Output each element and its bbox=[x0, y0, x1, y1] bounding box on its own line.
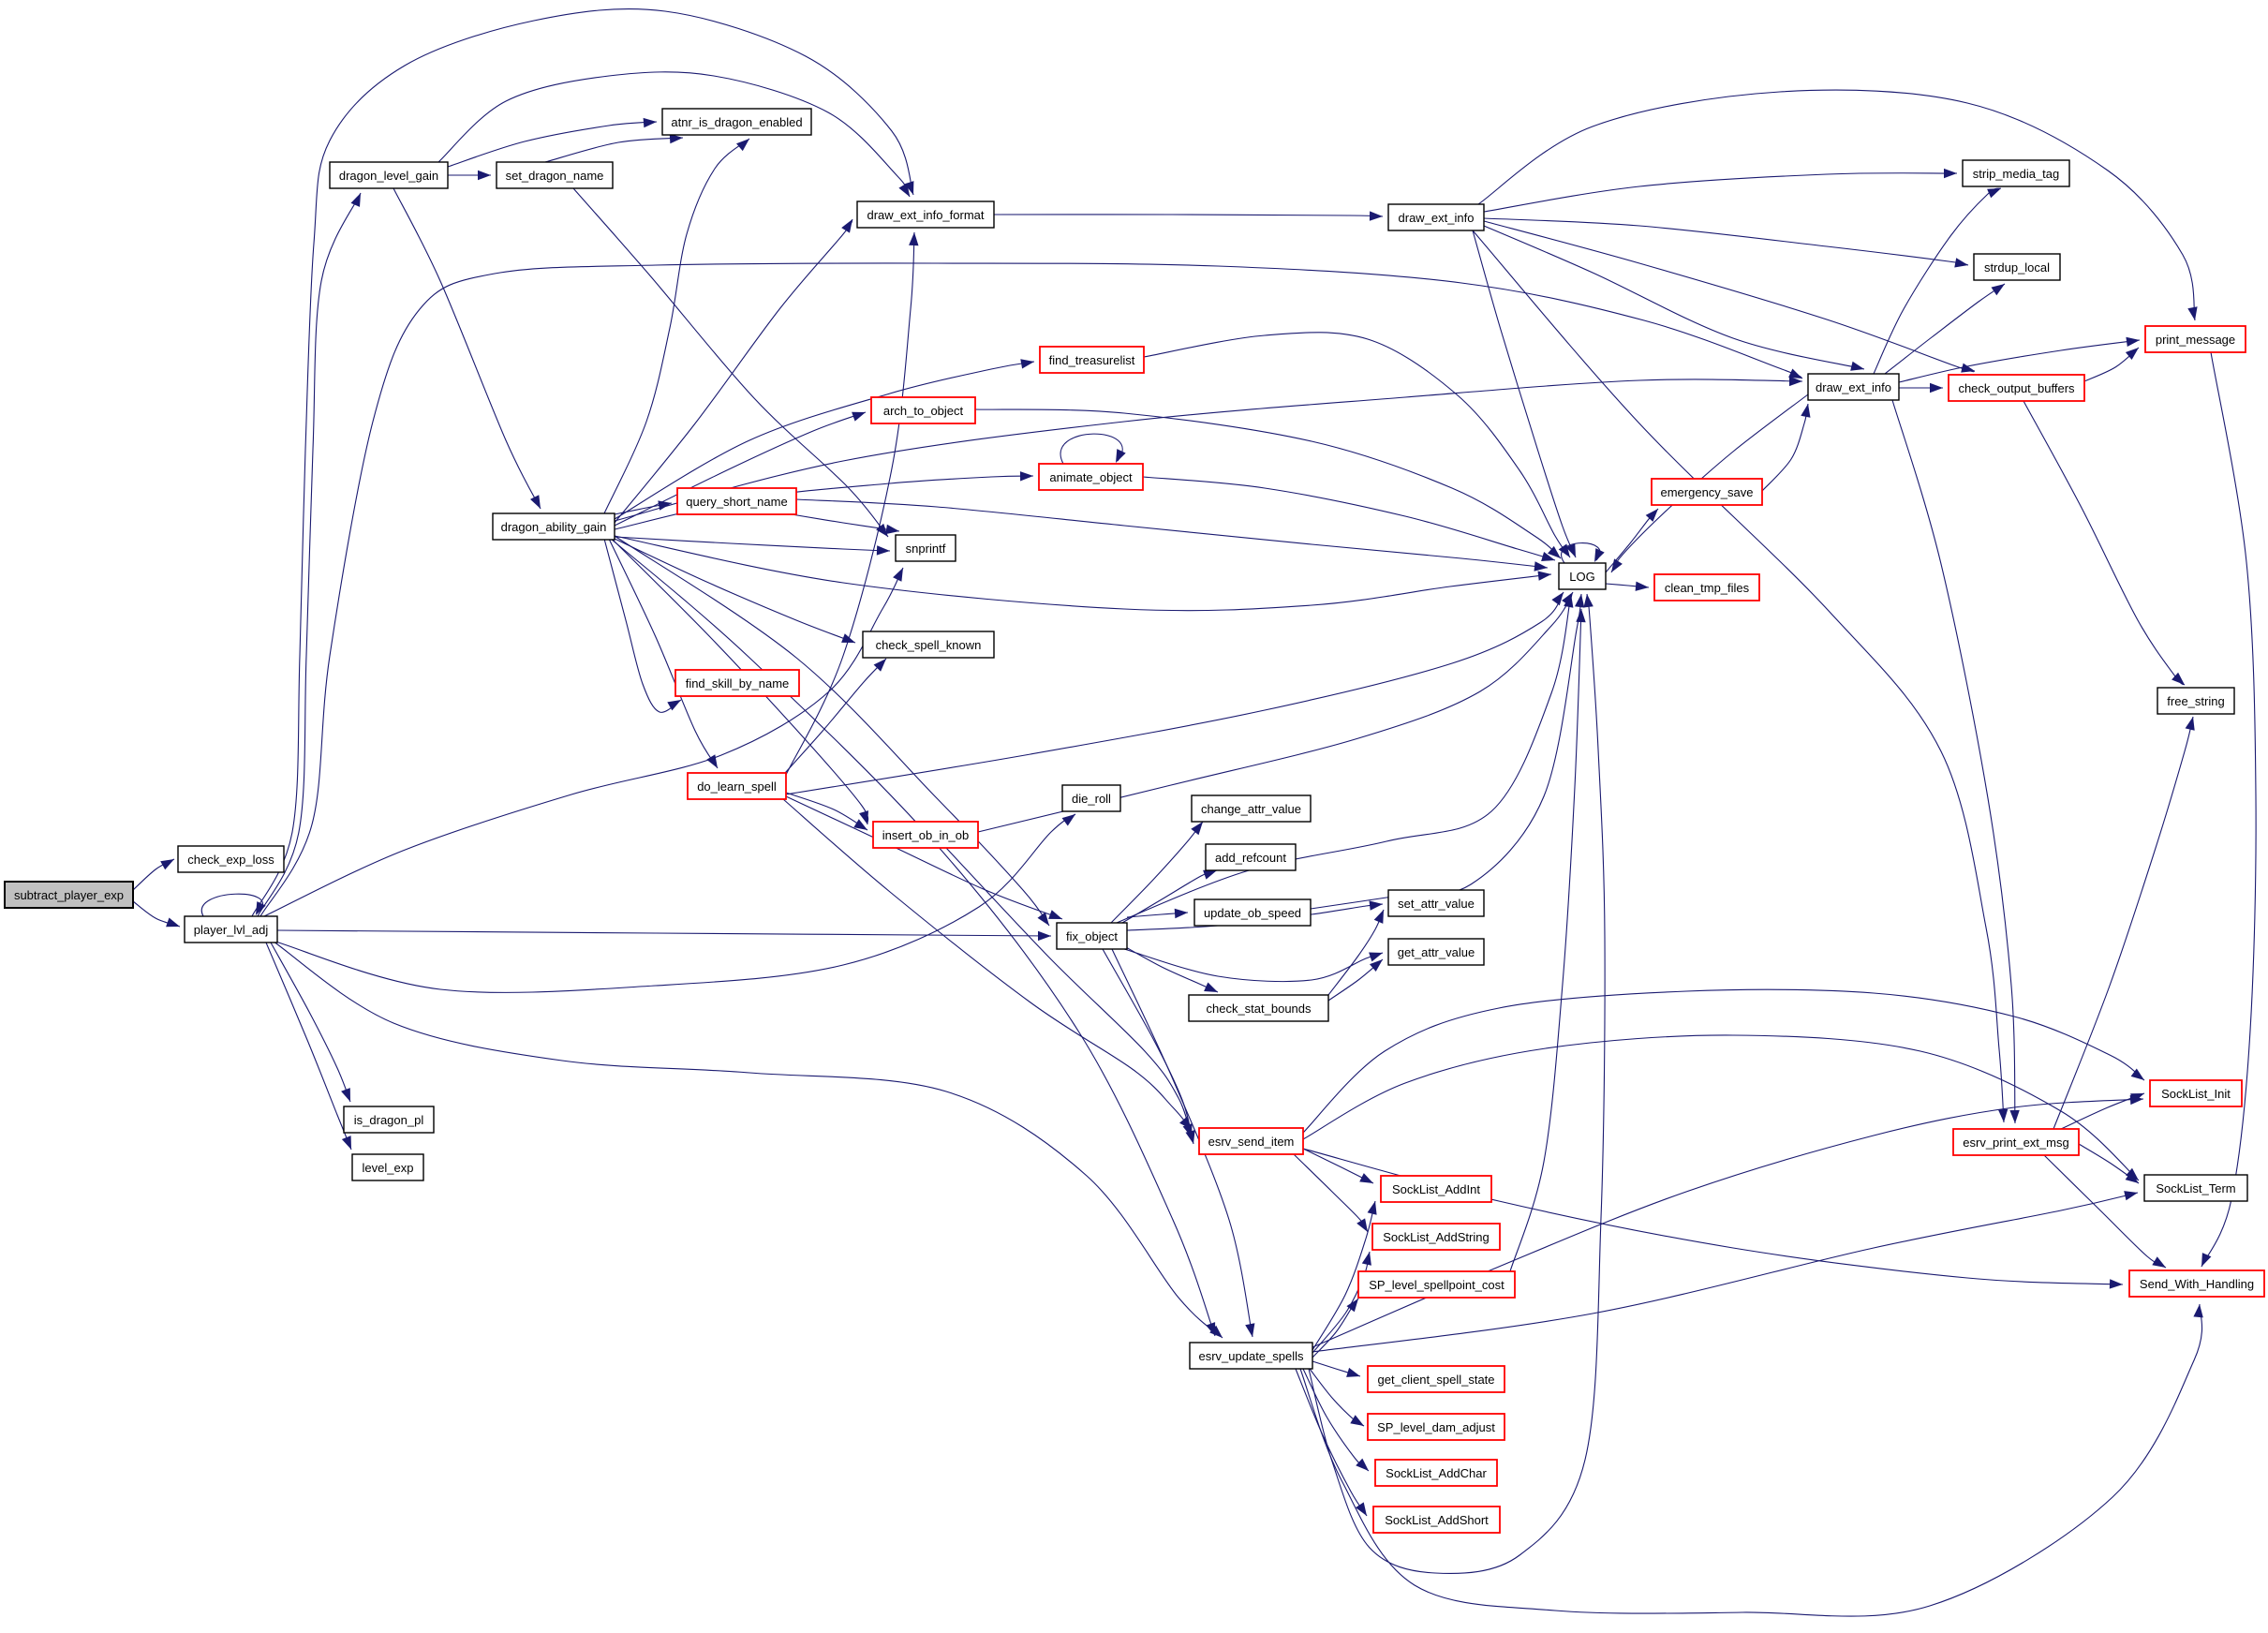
svg-text:SP_level_spellpoint_cost: SP_level_spellpoint_cost bbox=[1369, 1278, 1505, 1292]
svg-text:set_dragon_name: set_dragon_name bbox=[506, 169, 604, 183]
svg-text:draw_ext_info: draw_ext_info bbox=[1399, 211, 1475, 225]
svg-text:die_roll: die_roll bbox=[1072, 792, 1111, 806]
svg-text:SockList_AddChar: SockList_AddChar bbox=[1386, 1466, 1487, 1480]
svg-text:dragon_ability_gain: dragon_ability_gain bbox=[501, 520, 607, 534]
svg-text:add_refcount: add_refcount bbox=[1215, 851, 1286, 865]
svg-text:print_message: print_message bbox=[2156, 333, 2235, 347]
svg-text:animate_object: animate_object bbox=[1049, 470, 1133, 484]
svg-text:check_stat_bounds: check_stat_bounds bbox=[1206, 1002, 1312, 1016]
svg-text:atnr_is_dragon_enabled: atnr_is_dragon_enabled bbox=[671, 115, 802, 129]
svg-text:esrv_send_item: esrv_send_item bbox=[1208, 1135, 1295, 1149]
svg-text:find_treasurelist: find_treasurelist bbox=[1049, 353, 1135, 367]
svg-text:do_learn_spell: do_learn_spell bbox=[697, 779, 777, 794]
svg-text:LOG: LOG bbox=[1569, 570, 1594, 584]
svg-text:change_attr_value: change_attr_value bbox=[1201, 802, 1301, 816]
svg-text:SockList_Init: SockList_Init bbox=[2161, 1087, 2231, 1101]
svg-text:draw_ext_info_format: draw_ext_info_format bbox=[867, 208, 984, 222]
svg-text:esrv_print_ext_msg: esrv_print_ext_msg bbox=[1963, 1136, 2068, 1150]
svg-text:query_short_name: query_short_name bbox=[686, 495, 787, 509]
svg-text:clean_tmp_files: clean_tmp_files bbox=[1665, 581, 1750, 595]
svg-text:SockList_Term: SockList_Term bbox=[2156, 1181, 2235, 1195]
svg-text:is_dragon_pl: is_dragon_pl bbox=[354, 1113, 424, 1127]
svg-text:get_client_spell_state: get_client_spell_state bbox=[1377, 1373, 1494, 1387]
svg-text:emergency_save: emergency_save bbox=[1661, 485, 1754, 499]
svg-text:SockList_AddInt: SockList_AddInt bbox=[1392, 1182, 1480, 1196]
svg-text:update_ob_speed: update_ob_speed bbox=[1204, 906, 1301, 920]
svg-text:arch_to_object: arch_to_object bbox=[883, 404, 964, 418]
svg-text:SockList_AddString: SockList_AddString bbox=[1383, 1230, 1489, 1244]
svg-text:get_attr_value: get_attr_value bbox=[1398, 945, 1475, 959]
svg-text:SockList_AddShort: SockList_AddShort bbox=[1385, 1513, 1489, 1527]
svg-text:SP_level_dam_adjust: SP_level_dam_adjust bbox=[1377, 1420, 1495, 1434]
svg-text:find_skill_by_name: find_skill_by_name bbox=[686, 676, 790, 690]
svg-text:insert_ob_in_ob: insert_ob_in_ob bbox=[882, 828, 970, 842]
svg-text:level_exp: level_exp bbox=[363, 1161, 414, 1175]
svg-text:check_spell_known: check_spell_known bbox=[876, 638, 982, 652]
svg-text:dragon_level_gain: dragon_level_gain bbox=[339, 169, 438, 183]
svg-text:snprintf: snprintf bbox=[906, 542, 946, 556]
svg-text:esrv_update_spells: esrv_update_spells bbox=[1198, 1349, 1304, 1363]
svg-text:fix_object: fix_object bbox=[1066, 929, 1118, 943]
svg-text:strdup_local: strdup_local bbox=[1984, 260, 2050, 275]
svg-text:set_attr_value: set_attr_value bbox=[1398, 897, 1475, 911]
svg-text:subtract_player_exp: subtract_player_exp bbox=[14, 888, 124, 902]
svg-text:free_string: free_string bbox=[2167, 694, 2224, 708]
svg-text:check_exp_loss: check_exp_loss bbox=[187, 853, 274, 867]
svg-text:check_output_buffers: check_output_buffers bbox=[1958, 381, 2075, 395]
svg-text:Send_With_Handling: Send_With_Handling bbox=[2140, 1277, 2254, 1291]
svg-text:player_lvl_adj: player_lvl_adj bbox=[194, 923, 269, 937]
svg-text:strip_media_tag: strip_media_tag bbox=[1973, 167, 2060, 181]
svg-text:draw_ext_info: draw_ext_info bbox=[1816, 380, 1891, 394]
